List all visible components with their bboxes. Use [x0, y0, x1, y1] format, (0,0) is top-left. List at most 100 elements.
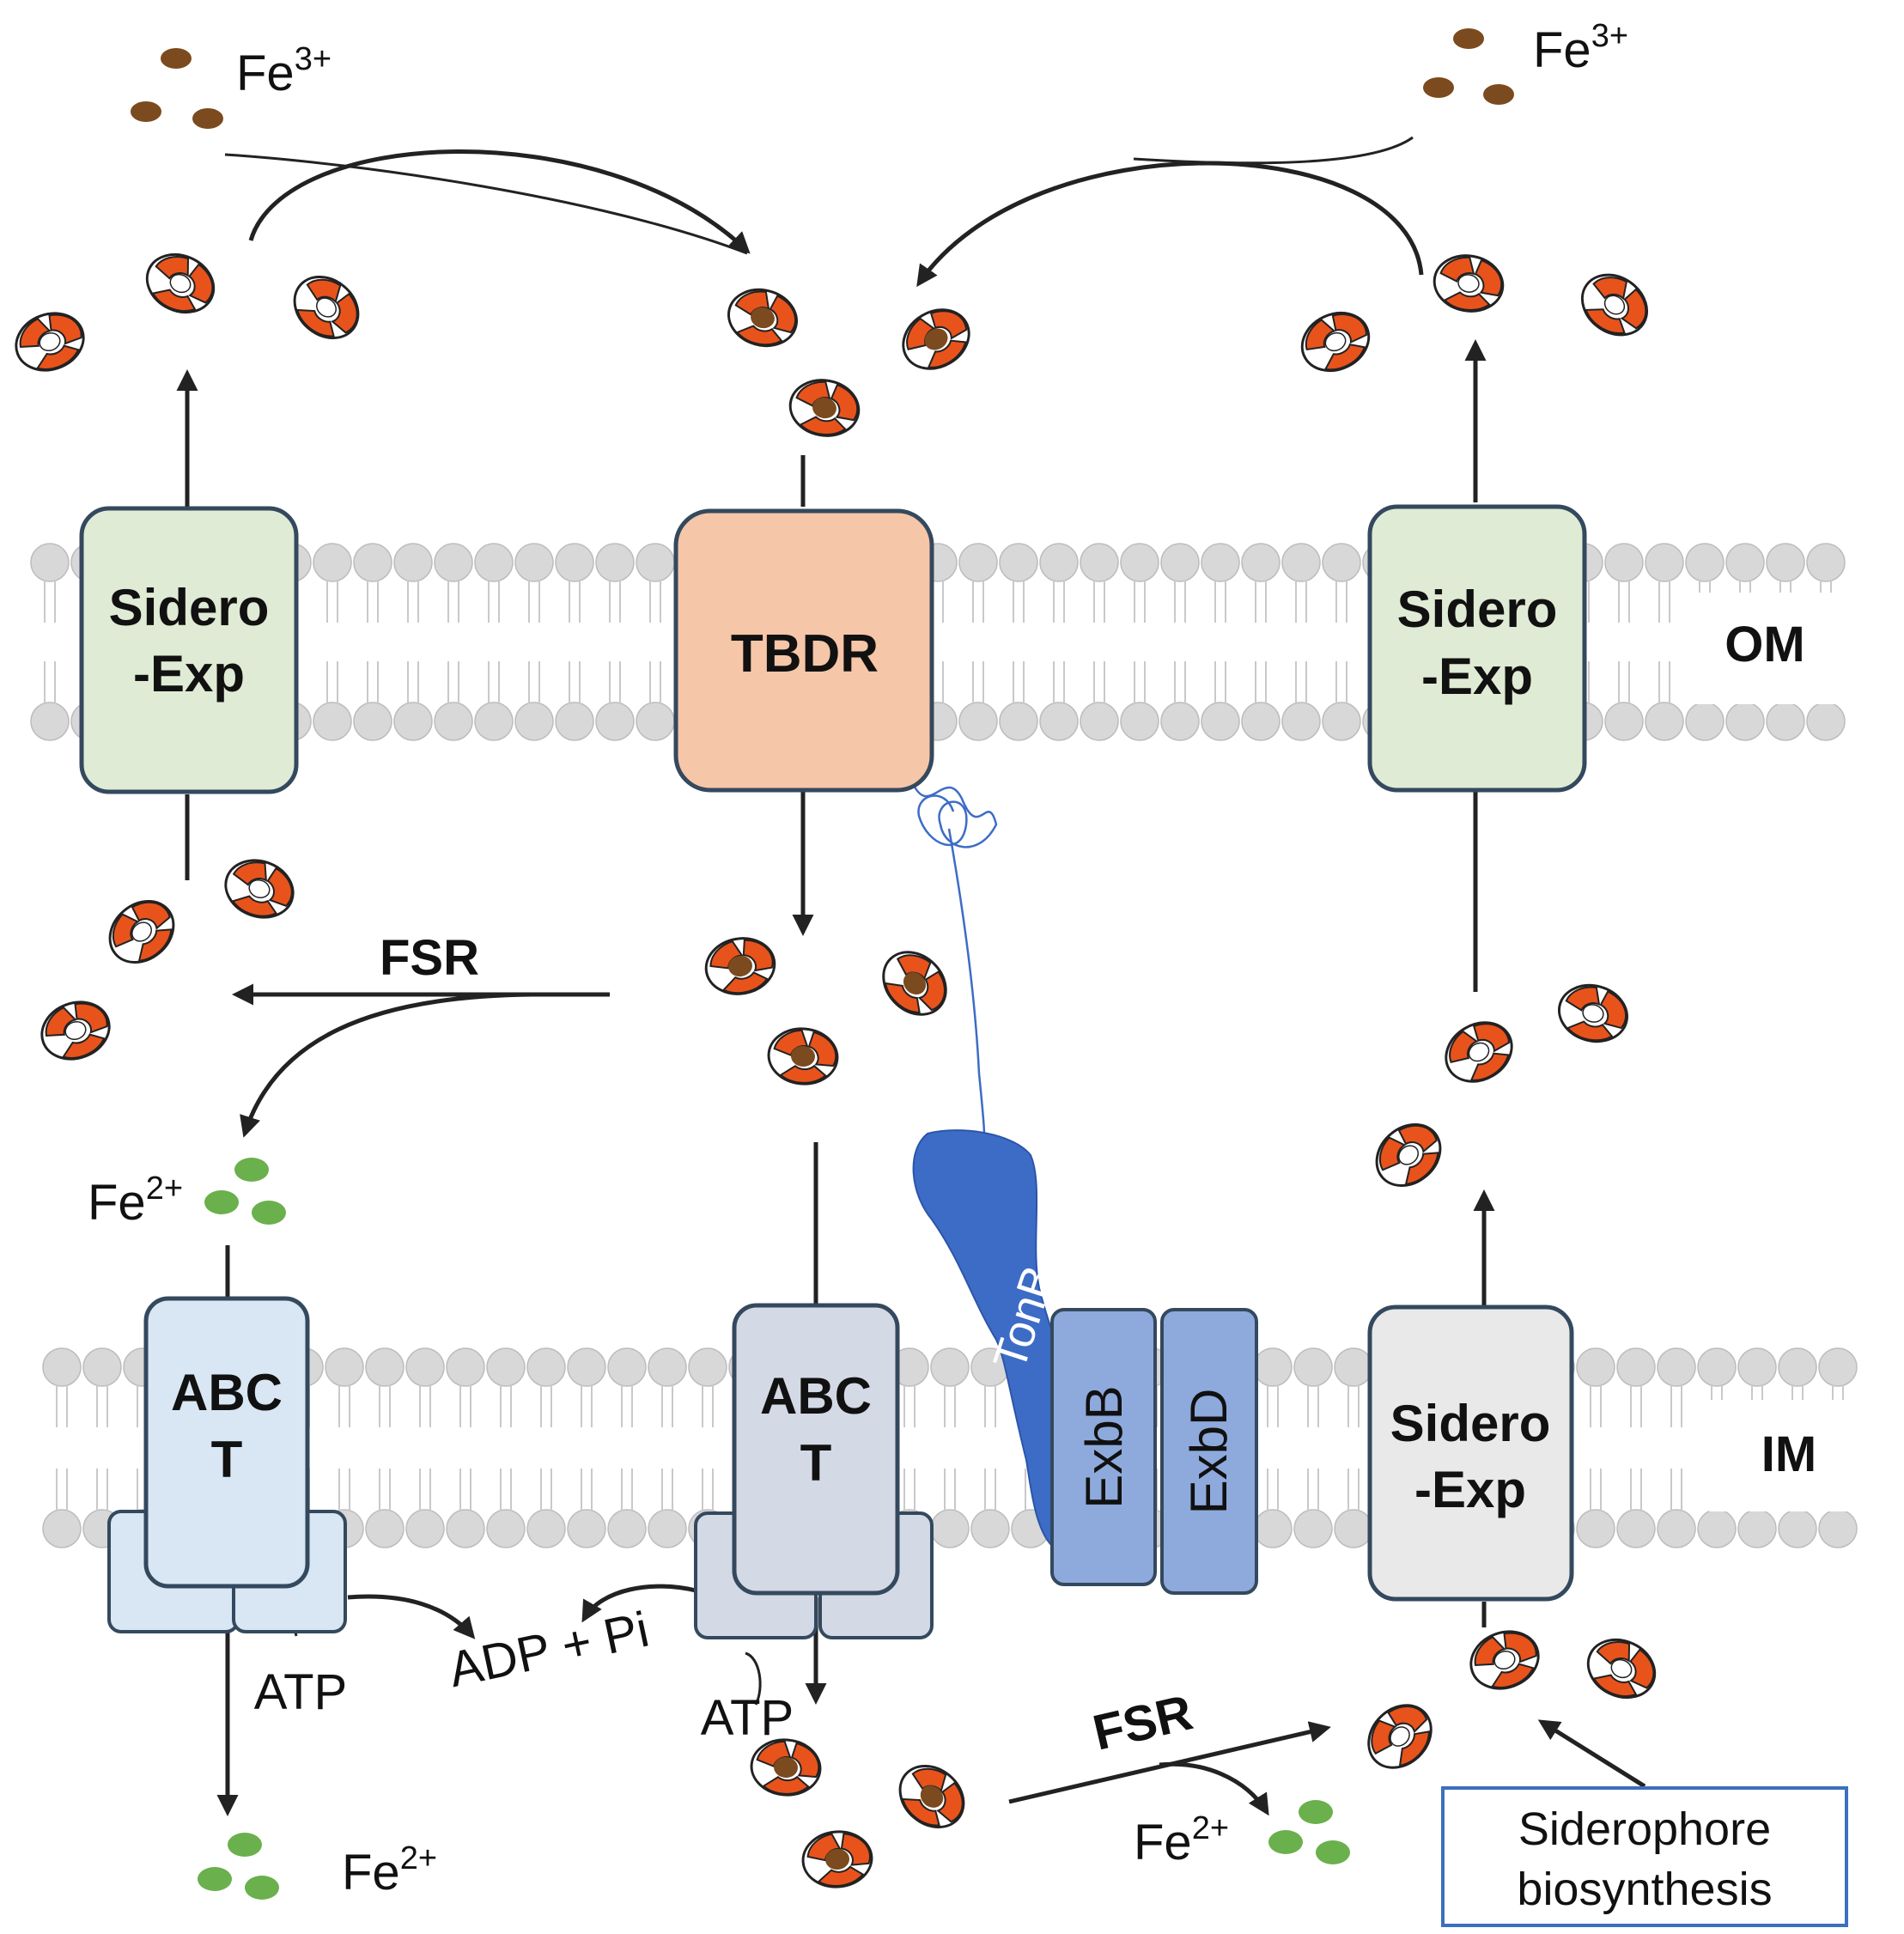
lipid-head	[1604, 543, 1644, 623]
om-label-bg	[1683, 593, 1872, 704]
lipid-head	[1201, 660, 1240, 741]
lipid-head	[405, 1468, 445, 1548]
lipid-head	[970, 1468, 1010, 1548]
lipid-head	[1039, 543, 1079, 623]
siderophore-fe-complex	[784, 374, 865, 442]
lipid-head	[999, 543, 1038, 623]
exbb-label: ExbB	[1075, 1385, 1133, 1508]
fe3-right-label: Fe3+	[1533, 18, 1628, 78]
lipid-head	[514, 543, 554, 623]
lipid-head	[1322, 660, 1361, 741]
tbdr-box: TBDR	[673, 508, 934, 793]
siderophore	[1433, 1009, 1524, 1095]
fsr-top-fe2-arrow	[240, 992, 533, 1138]
lipid-head	[1334, 1347, 1373, 1428]
lipid-head	[446, 1468, 485, 1548]
fe3-ion	[131, 101, 161, 122]
siderophore	[1461, 1621, 1548, 1700]
lipid-head	[595, 660, 635, 741]
lipid-head	[42, 1468, 82, 1548]
lipid-head	[1645, 660, 1684, 741]
fe2-bottom-right-label: Fe2+	[1134, 1810, 1229, 1870]
siderophore	[1569, 261, 1660, 349]
fe2-ions	[198, 1158, 1350, 1900]
atp-mid-label: ATP	[701, 1690, 794, 1746]
lipid-head	[486, 1347, 526, 1428]
lipid-head	[648, 1347, 687, 1428]
lipid-head	[930, 1468, 970, 1548]
siderophore-fe-complex	[721, 281, 805, 355]
fe3-left-flow-line	[224, 153, 748, 255]
siderophore	[1577, 1627, 1666, 1710]
atp-mid-tick	[745, 1651, 762, 1706]
sidero-exp-om-right: Sidero -Exp	[1367, 504, 1587, 793]
lipid-head	[1253, 1468, 1293, 1548]
fe3-right-arrow	[916, 161, 1424, 288]
lipid-head	[688, 1347, 727, 1428]
lipid-head	[1120, 660, 1159, 741]
lipid-head	[1241, 543, 1280, 623]
lipid-head	[313, 660, 352, 741]
adp-mid-arrow	[581, 1584, 697, 1623]
siderophore	[1354, 1691, 1445, 1782]
lipid-head	[555, 543, 594, 623]
fe2-ion	[252, 1201, 286, 1225]
sidero-exp-om-left: Sidero -Exp	[79, 506, 299, 794]
lipid-head	[1616, 1468, 1656, 1548]
siderophore-fe-complex	[869, 938, 960, 1029]
lipid-head	[1120, 543, 1159, 623]
siderophore	[32, 991, 119, 1070]
abct-mid-line1: ABC	[760, 1367, 872, 1425]
siderophore-fe-complex	[764, 1025, 842, 1088]
lipid-head	[1657, 1468, 1696, 1548]
siderophore	[6, 302, 94, 381]
lipid-head	[1281, 660, 1321, 741]
lipid-head	[958, 543, 998, 623]
lipid-head	[930, 1347, 970, 1428]
fe2-bottom-left-label: Fe2+	[342, 1840, 437, 1901]
lipid-head	[30, 543, 70, 623]
lipid-head	[1039, 660, 1079, 741]
lipid-head	[607, 1468, 647, 1548]
lipid-head	[1293, 1468, 1333, 1548]
lipid-head	[958, 660, 998, 741]
lipid-head	[393, 543, 433, 623]
fe2-ion	[1268, 1830, 1303, 1854]
lipid-head	[42, 1347, 82, 1428]
fsr-bottom-label: FSR	[1088, 1684, 1198, 1761]
fe2-mid-left-label: Fe2+	[88, 1171, 183, 1231]
fe3-left-label: Fe3+	[236, 41, 332, 101]
fe2-ion	[198, 1867, 232, 1891]
siderophore-biosynthesis-box: Siderophore biosynthesis	[1441, 1786, 1848, 1927]
lipid-head	[325, 1347, 364, 1428]
im-label-bg	[1709, 1400, 1872, 1511]
lipid-head	[1160, 543, 1200, 623]
lipid-head	[446, 1347, 485, 1428]
lipid-head	[1616, 1347, 1656, 1428]
lipid-head	[1334, 1468, 1373, 1548]
lipid-head	[648, 1468, 687, 1548]
lipid-head	[313, 543, 352, 623]
fsr-top-label: FSR	[380, 930, 479, 986]
siderophore-fe-complex	[886, 1752, 977, 1841]
lipid-head	[474, 660, 514, 741]
siderophore-fe-complex	[747, 1736, 824, 1799]
tbdr-label: TBDR	[731, 624, 879, 684]
lipid-head	[1645, 543, 1684, 623]
fe2-ion	[1316, 1840, 1350, 1864]
exbd-label: ExbD	[1180, 1389, 1238, 1515]
siderophore	[96, 887, 187, 976]
fe3-ion	[1483, 84, 1514, 105]
biosynthesis-arrow	[1537, 1719, 1646, 1789]
sidero-exp-om-left-line2: -Exp	[133, 645, 245, 702]
lipid-head	[1576, 1468, 1615, 1548]
lipid-head	[1281, 543, 1321, 623]
lipid-head	[514, 660, 554, 741]
fe3-ion	[1423, 77, 1454, 98]
lipid-head	[486, 1468, 526, 1548]
lipid-head	[365, 1468, 405, 1548]
lipid-head	[474, 543, 514, 623]
lipid-head	[353, 543, 392, 623]
lipid-head	[526, 1468, 566, 1548]
siderophore	[1551, 976, 1635, 1050]
